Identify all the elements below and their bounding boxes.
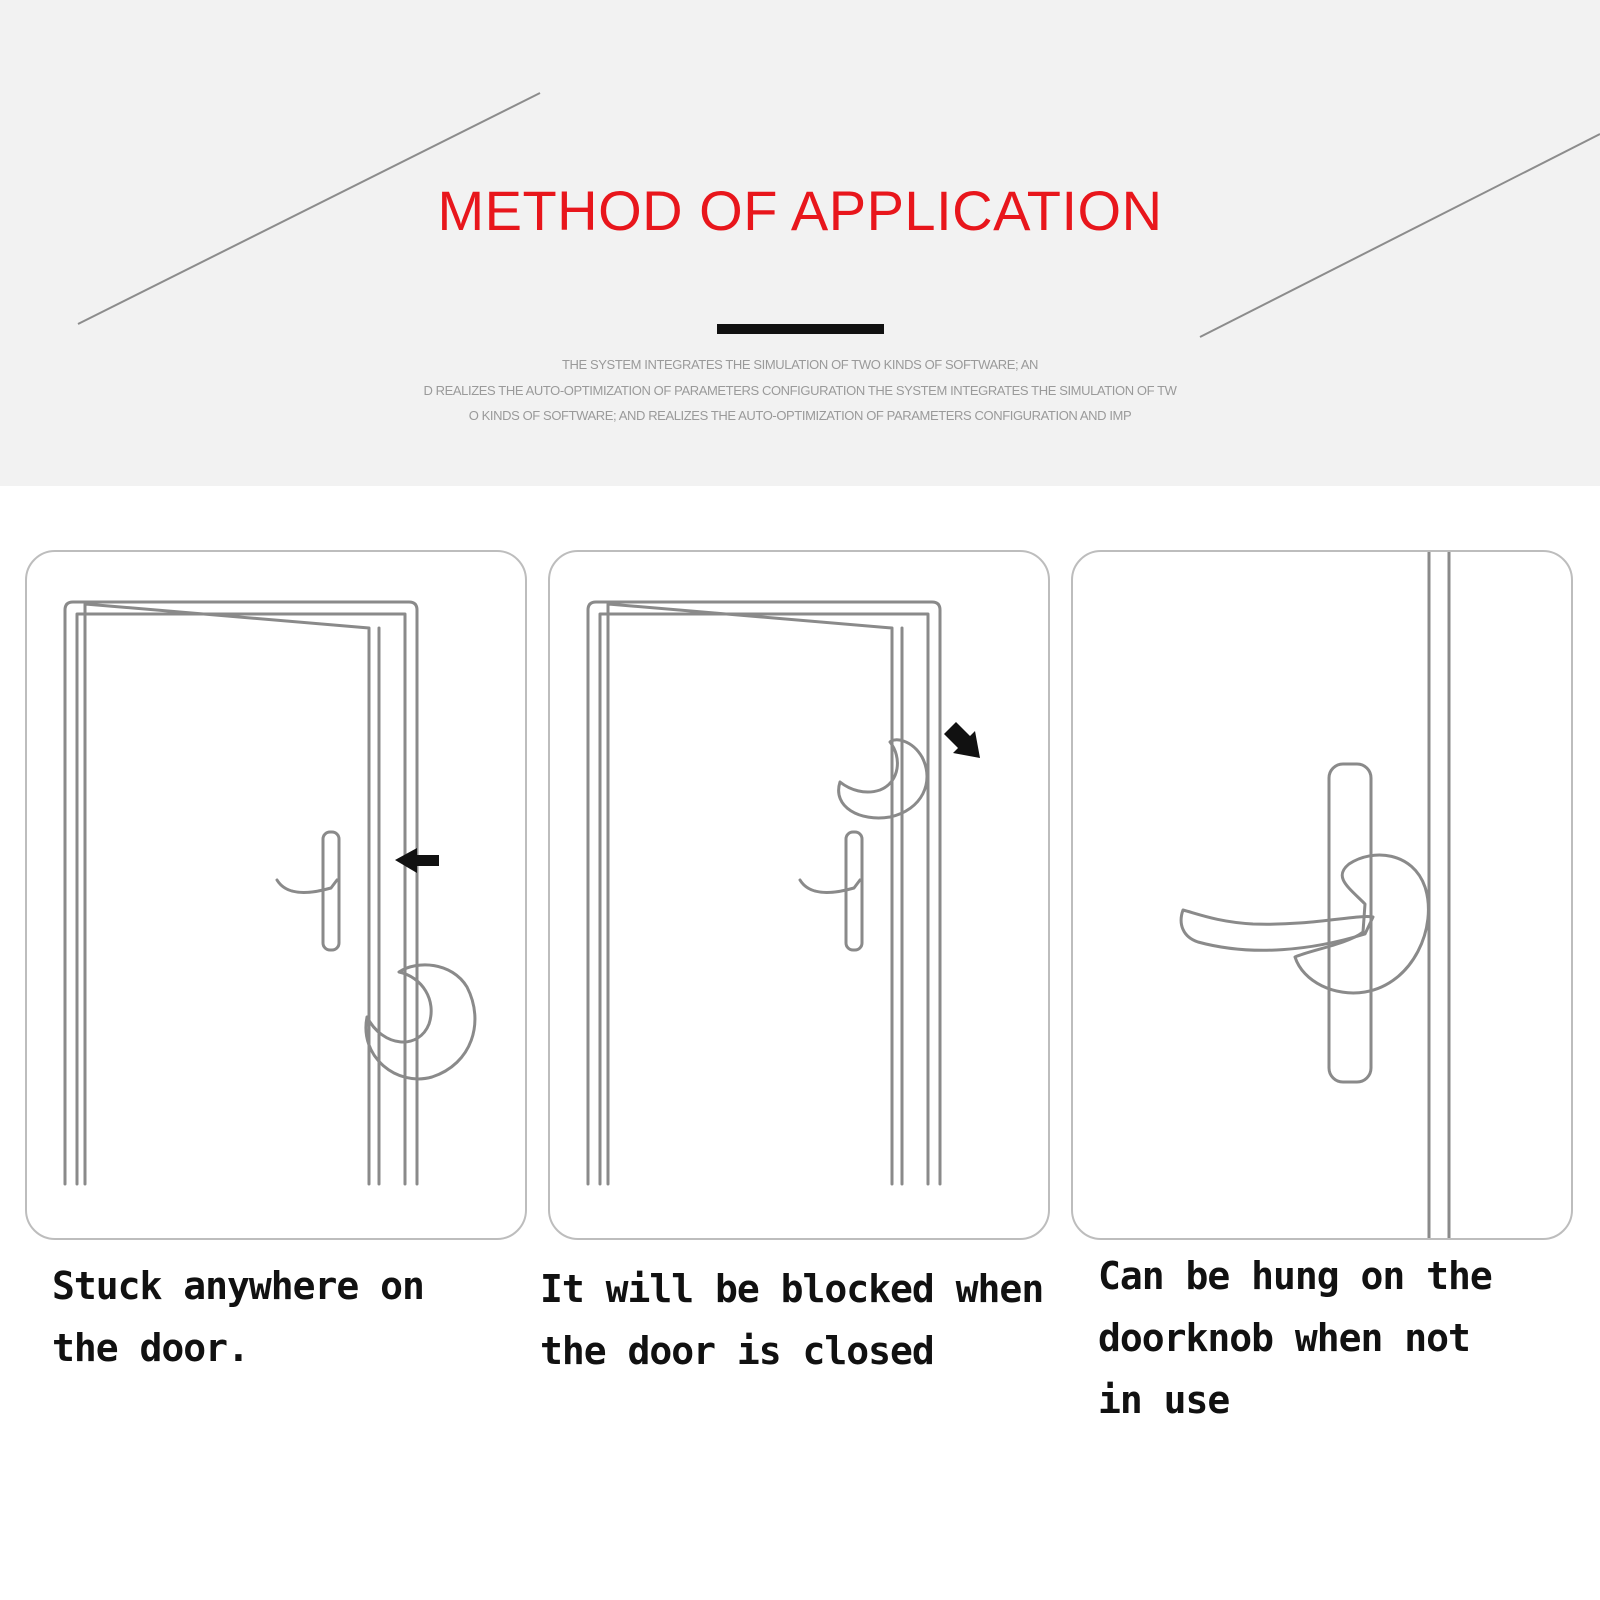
caption-line: doorknob when not — [1098, 1316, 1471, 1360]
header-section: METHOD OF APPLICATION THE SYSTEM INTEGRA… — [0, 0, 1600, 486]
door-leaf — [83, 602, 371, 1186]
page-title: METHOD OF APPLICATION — [437, 179, 1163, 242]
caption-line: in use — [1098, 1378, 1230, 1422]
door-handle-lever — [1179, 908, 1375, 952]
doorknob-hang-illustration — [1179, 552, 1451, 1238]
arrow-down-right-icon — [944, 722, 980, 758]
arrow-left-icon — [395, 848, 439, 873]
door-leaf — [606, 602, 894, 1186]
door-frame — [63, 600, 419, 1186]
door-stopper — [364, 963, 477, 1081]
step-1-panel — [25, 550, 527, 1240]
step-3-panel — [1071, 550, 1573, 1240]
step-3-caption: Can be hung on the doorknob when not in … — [1098, 1245, 1493, 1431]
door-frame — [586, 600, 942, 1186]
decorative-lines — [77, 92, 1600, 338]
door-closed-illustration — [586, 600, 980, 1186]
caption-line: the door. — [52, 1326, 250, 1370]
subtext-line: O KINDS OF SOFTWARE; AND REALIZES THE AU… — [468, 408, 1132, 423]
caption-line: It will be blocked when — [540, 1267, 1044, 1311]
door-frame-inner — [75, 612, 407, 1186]
step-2-caption: It will be blocked when the door is clos… — [540, 1258, 1044, 1382]
title-underline — [717, 324, 884, 334]
caption-line: Stuck anywhere on — [52, 1264, 425, 1308]
subtext-line: THE SYSTEM INTEGRATES THE SIMULATION OF … — [562, 357, 1038, 372]
door-stopper — [837, 738, 929, 820]
step-2-panel — [548, 550, 1050, 1240]
subtext-line: D REALIZES THE AUTO-OPTIMIZATION OF PARA… — [423, 382, 1177, 398]
caption-line: the door is closed — [540, 1329, 935, 1373]
door-open-illustration — [63, 600, 477, 1186]
step-1-caption: Stuck anywhere on the door. — [52, 1255, 425, 1379]
door-handle-lever — [275, 878, 339, 894]
door-frame-inner — [598, 612, 930, 1186]
door-stopper — [1293, 853, 1430, 995]
caption-line: Can be hung on the — [1098, 1254, 1493, 1298]
door-handle-lever — [798, 878, 862, 894]
header-subtext: THE SYSTEM INTEGRATES THE SIMULATION OF … — [370, 352, 1230, 429]
